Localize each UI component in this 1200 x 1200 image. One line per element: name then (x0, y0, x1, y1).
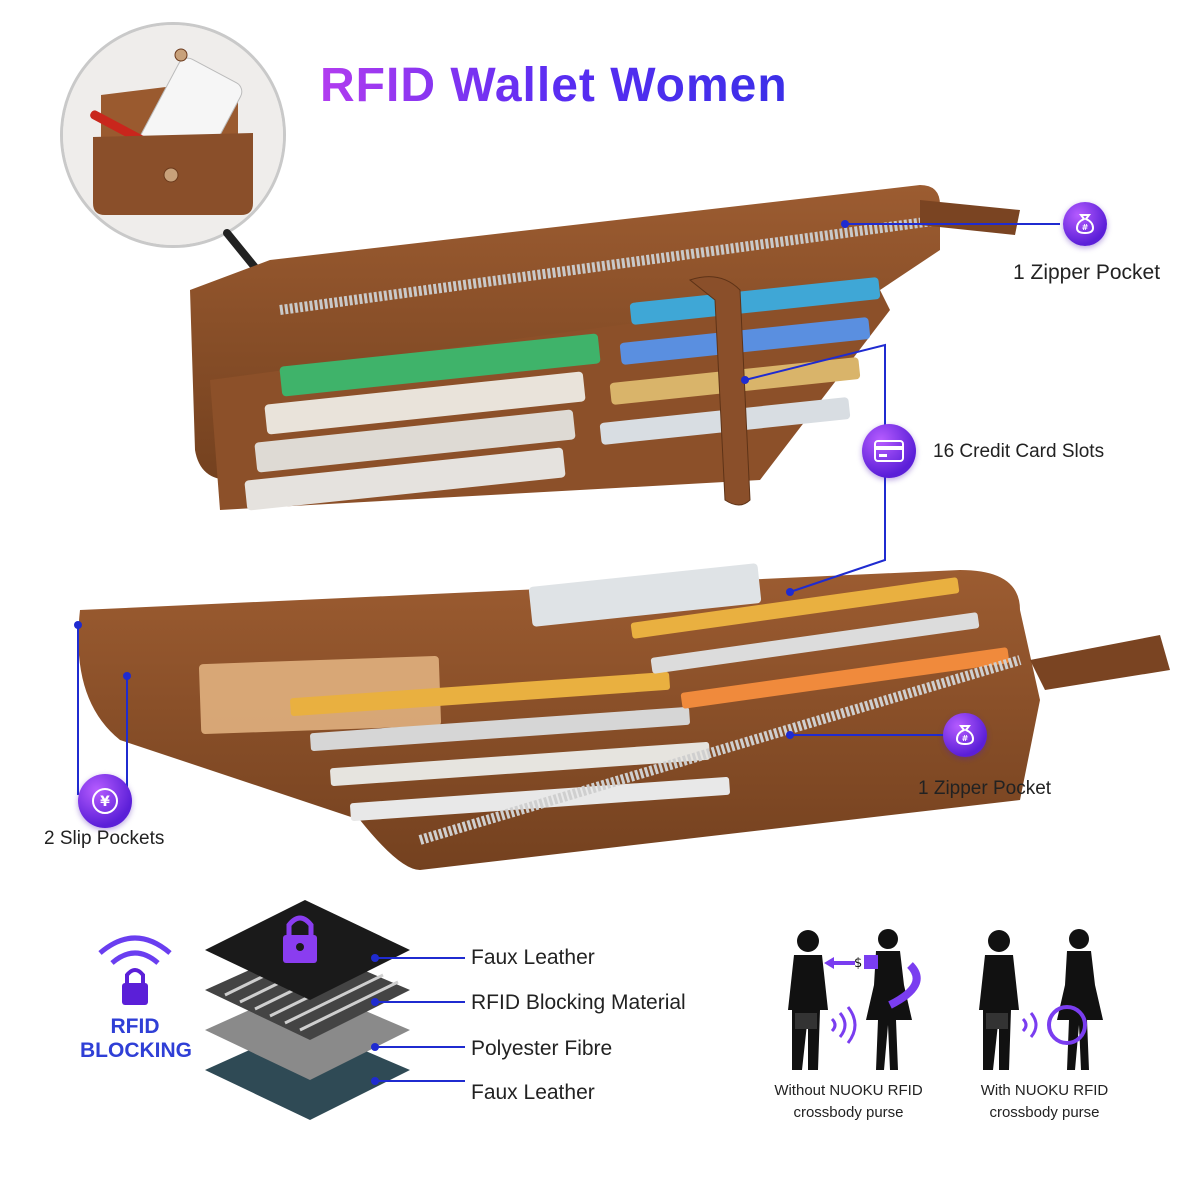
caption-with-line2: crossbody purse (989, 1104, 1100, 1121)
credit-card-icon (862, 424, 916, 478)
material-layers-diagram (195, 885, 425, 1155)
caption-without-line1: Without NUOKU RFID (774, 1082, 923, 1099)
dollar-sign: $ (854, 956, 862, 971)
zipper-top-label: 1 Zipper Pocket (1013, 261, 1161, 284)
rfid-label: RFID (110, 1015, 160, 1038)
caption-without-line2: crossbody purse (793, 1104, 904, 1121)
wallet-inset-photo (60, 22, 286, 248)
wallet-main-photo (60, 180, 1180, 870)
blocking-label: BLOCKING (80, 1039, 192, 1062)
caption-with: With NUOKU RFID crossbody purse (962, 1080, 1127, 1124)
layer-connector-lines (371, 954, 465, 1085)
yen-coin-icon: ¥ (78, 774, 132, 828)
layer-label-4: Faux Leather (471, 1081, 595, 1104)
comparison-with-illustration (975, 925, 1125, 1075)
caption-without: Without NUOKU RFID crossbody purse (756, 1080, 941, 1124)
zipper-bottom-label: 1 Zipper Pocket (918, 778, 1052, 799)
slip-pockets-label: 2 Slip Pockets (44, 828, 165, 849)
svg-text:#: # (1082, 223, 1089, 232)
caption-with-line1: With NUOKU RFID (980, 1082, 1109, 1099)
card-slots-label: 16 Credit Card Slots (933, 441, 1105, 462)
comparison-without-illustration: $ (780, 925, 950, 1075)
layer-label-1: Faux Leather (471, 946, 595, 969)
svg-text:¥: ¥ (100, 794, 110, 810)
svg-text:#: # (962, 734, 969, 743)
layer-label-3: Polyester Fibre (471, 1037, 613, 1060)
rfid-blocking-badge: RFID BLOCKING (80, 925, 192, 1063)
padlock-icon (283, 915, 317, 963)
layer-label-2: RFID Blocking Material (471, 991, 686, 1014)
money-bag-icon: # (1063, 202, 1107, 246)
signal-waves-icon (98, 935, 172, 1005)
page-title: RFID Wallet Women (320, 59, 788, 112)
money-bag-icon: # (943, 713, 987, 757)
